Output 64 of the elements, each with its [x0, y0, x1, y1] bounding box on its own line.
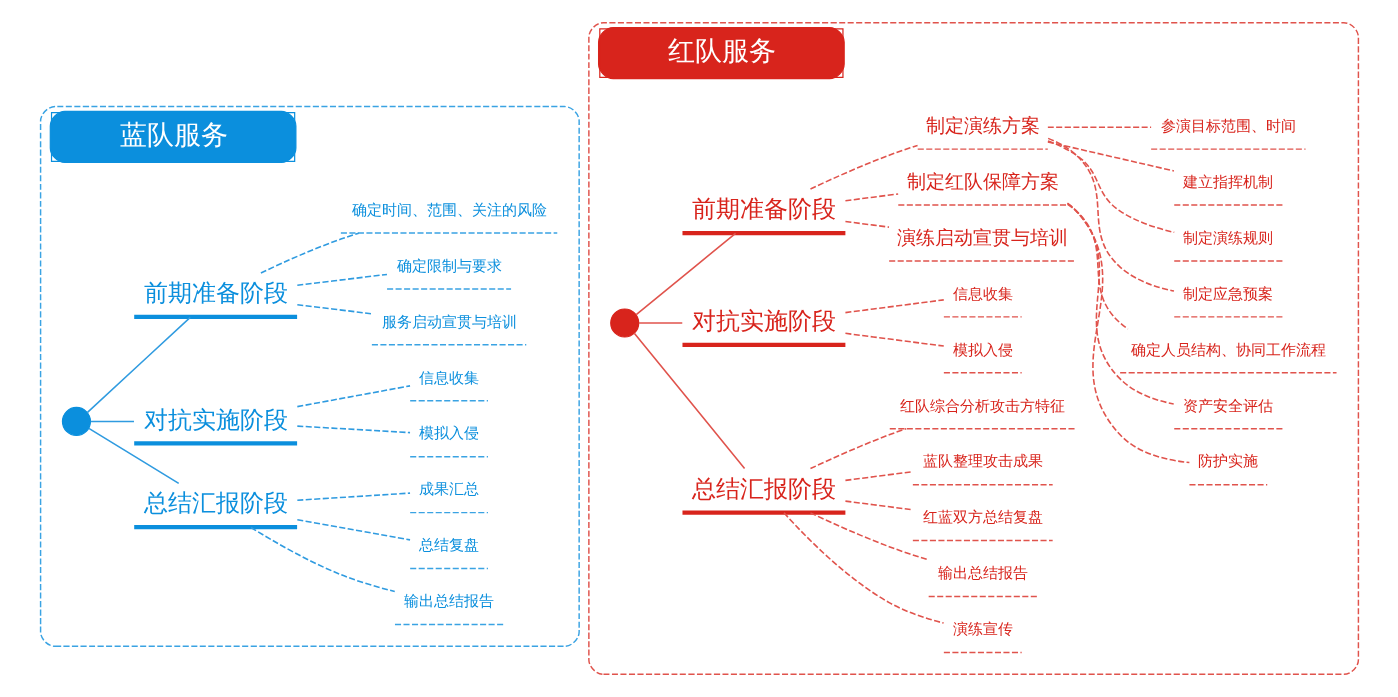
connector: [296, 273, 388, 287]
node-text: 红队综合分析攻击方特征: [899, 396, 1065, 415]
connector: [1066, 202, 1174, 405]
connector: [809, 512, 929, 561]
connector: [296, 425, 411, 434]
connector: [844, 500, 914, 511]
node-text: 信息收集: [952, 284, 1013, 303]
connector: [634, 232, 736, 316]
node-text: 防护实施: [1197, 452, 1258, 471]
node-text: 建立指挥机制: [1182, 172, 1273, 191]
connector: [296, 518, 411, 541]
connector: [1046, 140, 1175, 234]
node-text: 服务启动宣贯与培训: [381, 312, 517, 331]
node-circle: [609, 308, 639, 338]
connector: [87, 427, 179, 485]
connector: [86, 316, 191, 414]
node-text: 确定时间、范围、关注的风险: [351, 200, 547, 219]
node-text: 演练宣传: [952, 620, 1013, 639]
node-text: 前期准备阶段: [691, 194, 836, 224]
connector: [637, 322, 683, 324]
connector: [1046, 126, 1152, 129]
node-text: 制定演练方案: [925, 113, 1040, 137]
node-text: 总结复盘: [418, 536, 479, 555]
connector: [259, 232, 360, 274]
connector: [1066, 203, 1129, 330]
connector: [89, 420, 135, 423]
node-text: 模拟入侵: [418, 424, 479, 443]
node-text: 输出总结报告: [937, 564, 1028, 583]
connector: [296, 303, 372, 315]
connector: [844, 220, 890, 228]
connector: [1046, 137, 1175, 292]
node-text: 制定演练规则: [1182, 228, 1273, 247]
node-text: 输出总结报告: [403, 592, 494, 611]
node-text: 成果汇总: [418, 480, 479, 499]
node-text: 信息收集: [418, 368, 479, 387]
connector: [844, 193, 899, 202]
node-text: 资产安全评估: [1182, 396, 1273, 415]
node-text: 确定限制与要求: [396, 256, 502, 275]
connector: [296, 492, 411, 502]
connector: [844, 332, 945, 347]
connector: [844, 470, 914, 482]
node-text: 总结汇报阶段: [143, 488, 288, 518]
connector: [809, 428, 907, 470]
node-text: 总结汇报阶段: [691, 473, 836, 503]
connector: [1046, 141, 1175, 172]
node-text: 对抗实施阶段: [691, 306, 836, 336]
connector: [1066, 202, 1190, 464]
connector: [844, 299, 945, 314]
node-text: 前期准备阶段: [143, 278, 288, 308]
node-text: 演练启动宣贯与培训: [896, 225, 1068, 249]
connector: [249, 526, 396, 593]
node-text: 模拟入侵: [952, 340, 1013, 359]
node-text: 制定红队保障方案: [906, 169, 1059, 193]
node-text: 制定应急预案: [1182, 284, 1273, 303]
node-text: 红蓝双方总结复盘: [922, 508, 1043, 527]
node-text: 蓝队整理攻击成果: [922, 452, 1043, 471]
connector: [296, 385, 411, 408]
connector: [809, 144, 918, 190]
node-text: 对抗实施阶段: [143, 404, 288, 434]
connector: [633, 332, 745, 470]
node-circle: [61, 406, 91, 437]
connector: [782, 512, 944, 624]
node-text: 参演目标范围、时间: [1160, 116, 1296, 135]
node-text: 确定人员结构、协同工作流程: [1130, 340, 1326, 359]
